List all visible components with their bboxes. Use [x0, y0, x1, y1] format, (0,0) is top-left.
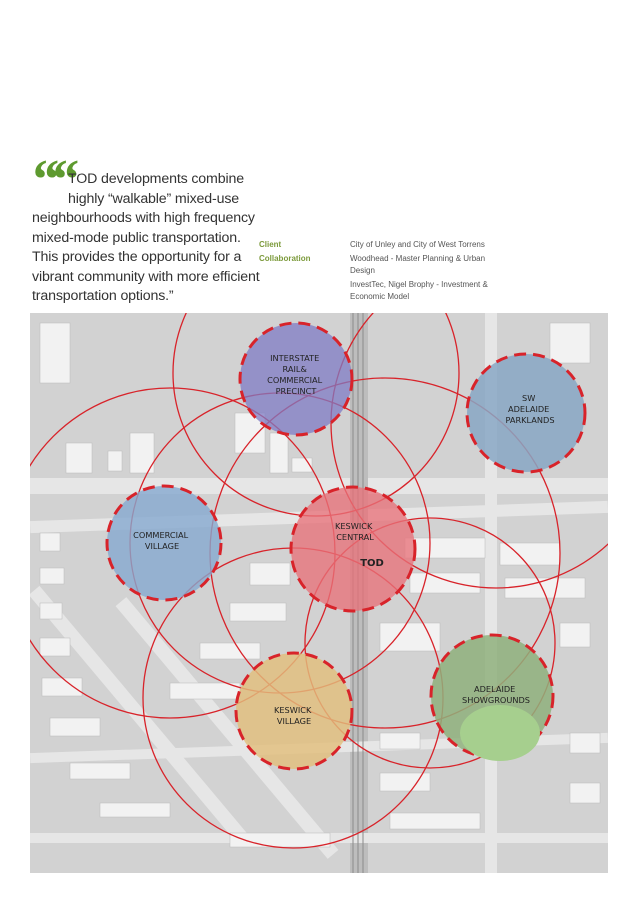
building: [129, 432, 155, 474]
building: [39, 532, 61, 552]
road: [115, 597, 339, 859]
pull-quote: TOD developments combine highly “walkabl…: [32, 170, 268, 307]
zone-keswick-central: KESWICK CENTRAL TOD: [289, 485, 417, 613]
collaboration-value-2: InvestTec, Nigel Brophy - Investment & E…: [350, 280, 488, 301]
zone-circle-commercial-village: [105, 484, 223, 602]
building: [199, 642, 261, 660]
quote-line-2: highly “walkable” mixed-use: [68, 190, 240, 207]
building: [229, 602, 287, 622]
masterplan-map-svg: INTERSTATE RAIL& COMMERCIAL PRECINCT SW …: [30, 313, 608, 873]
building: [379, 732, 421, 750]
connection-ring: [304, 517, 556, 769]
client-label: Client: [259, 240, 282, 249]
zone-keswick-village-label: KESWICK VILLAGE: [274, 705, 314, 726]
building: [249, 562, 291, 586]
building: [39, 602, 63, 620]
zone-circle-interstate: [238, 321, 354, 437]
zone-showgrounds-label: ADELAIDE SHOWGROUNDS: [462, 684, 530, 705]
quote-line-6: vibrant community with more efficient: [32, 268, 260, 285]
building: [39, 322, 71, 384]
building: [39, 637, 71, 657]
road: [30, 478, 608, 494]
client-value: City of Unley and City of West Torrens: [350, 240, 485, 249]
zone-interstate-label: INTERSTATE RAIL& COMMERCIAL PRECINCT: [267, 353, 325, 396]
quote-line-4: mixed-mode public transportation.: [32, 229, 241, 246]
building: [99, 802, 171, 818]
zone-sw-adelaide-label: SW ADELAIDE PARKLANDS: [505, 393, 554, 425]
zone-circle-keswick-central: [289, 485, 417, 613]
building: [404, 537, 486, 559]
building: [69, 762, 131, 780]
zone-commercial-village: COMMERCIAL VILLAGE: [105, 484, 223, 602]
quote-line-1: TOD developments combine: [68, 171, 244, 187]
quote-line-3: neighbourhoods with high frequency: [32, 210, 255, 226]
building: [569, 732, 601, 754]
zone-showgrounds: ADELAIDE SHOWGROUNDS: [429, 633, 555, 761]
building: [169, 682, 241, 700]
quote-mark: ““: [30, 152, 78, 208]
building: [269, 432, 289, 474]
collaboration-value-1: Woodhead - Master Planning & Urban Desig…: [350, 254, 486, 275]
building: [49, 717, 101, 737]
zone-commercial-village-label: COMMERCIAL VILLAGE: [133, 530, 191, 551]
zone-keswick-central-tod: TOD: [360, 558, 384, 569]
collaboration-label: Collaboration: [259, 254, 311, 263]
building: [65, 442, 93, 474]
building: [107, 450, 123, 472]
building: [409, 572, 481, 594]
zone-sw-adelaide: SW ADELAIDE PARKLANDS: [465, 352, 587, 474]
masterplan-map: INTERSTATE RAIL& COMMERCIAL PRECINCT SW …: [30, 313, 608, 873]
zone-circle-sw-adelaide: [465, 352, 587, 474]
building: [379, 772, 431, 792]
zone-interstate: INTERSTATE RAIL& COMMERCIAL PRECINCT: [238, 321, 354, 437]
zone-keswick-village: KESWICK VILLAGE: [234, 651, 354, 771]
connection-ring: [330, 313, 608, 589]
building: [389, 812, 481, 830]
quote-line-7: transportation options.”: [32, 288, 174, 304]
zone-keswick-central-label: KESWICK CENTRAL: [335, 521, 375, 542]
building: [41, 677, 83, 697]
showgrounds-oval: [460, 705, 540, 761]
building: [559, 622, 591, 648]
zone-circle-keswick-village: [234, 651, 354, 771]
quote-mark-glyph: “: [30, 149, 58, 211]
buildings: [39, 322, 601, 848]
building: [39, 567, 65, 585]
building: [549, 322, 591, 364]
building: [569, 782, 601, 804]
quote-mark-glyph-2: “: [50, 149, 78, 211]
road: [30, 585, 252, 848]
quote-line-5: This provides the opportunity for a: [32, 249, 242, 265]
